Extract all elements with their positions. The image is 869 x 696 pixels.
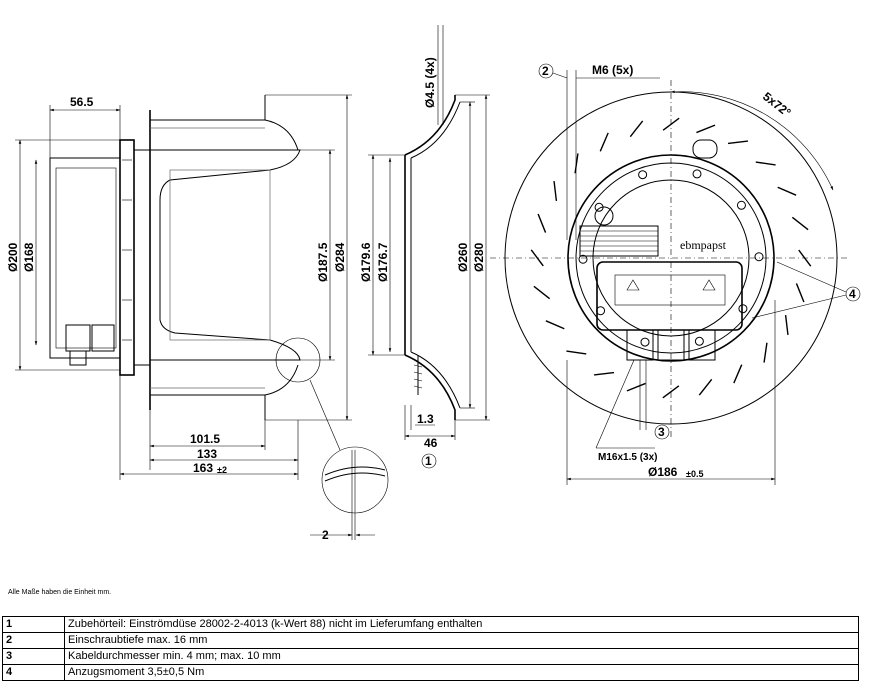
- legend-num: 4: [2, 664, 65, 681]
- blade-slot: [566, 350, 587, 355]
- blade-slot: [545, 320, 565, 330]
- dim-186: Ø186: [648, 465, 678, 479]
- brand-logo: ebmpapst: [680, 238, 727, 252]
- dim-179-6: Ø179.6: [359, 242, 373, 282]
- callout-4: [845, 286, 861, 302]
- technical-drawing: 2 56.5 Ø200 Ø168 Ø187.5 Ø284 101.5 133 1…: [6, 25, 861, 542]
- legend-num: 3: [2, 648, 65, 665]
- dim-176-7: Ø176.7: [376, 242, 390, 282]
- impeller: [149, 149, 301, 361]
- blade-slot: [755, 161, 776, 166]
- blade-slot: [533, 285, 551, 300]
- dim-4-5: Ø4.5 (4x): [423, 57, 437, 108]
- cable-gland-2: [657, 329, 685, 361]
- inlet-nozzle: [404, 95, 456, 420]
- legend-text: Kabeldurchmesser min. 4 mm; max. 10 mm: [64, 648, 859, 665]
- flange-screw: [694, 336, 704, 346]
- blade-slot: [662, 385, 680, 399]
- flange-screw: [578, 254, 588, 264]
- side-view: 2 56.5 Ø200 Ø168 Ø187.5 Ø284 101.5 133 1…: [6, 94, 389, 542]
- dim-163: 163: [193, 461, 213, 475]
- flange-screw: [754, 252, 764, 262]
- dim-1-3: 1.3: [417, 412, 434, 426]
- dim-163-tolerance: ±2: [217, 465, 227, 475]
- flange-screw: [638, 170, 648, 180]
- dim-56-5: 56.5: [70, 95, 94, 109]
- blade-slot: [795, 283, 805, 303]
- dim-2: 2: [322, 528, 329, 542]
- svg-text:2: 2: [542, 64, 549, 78]
- legend-text: Anzugsmoment 3,5±0,5 Nm: [64, 664, 859, 681]
- motor-housing: [49, 157, 121, 359]
- blade-slot: [599, 132, 609, 152]
- legend-text: Einschraubtiefe max. 16 mm: [64, 632, 859, 649]
- terminal-box: [596, 261, 743, 331]
- dim-m16: M16x1.5 (3x): [598, 452, 657, 463]
- blade-slot: [553, 180, 558, 202]
- blade-slot: [629, 120, 644, 138]
- blade-slot: [798, 249, 812, 267]
- svg-text:3: 3: [658, 425, 665, 439]
- nozzle-view: Ø4.5 (4x) Ø179.6 Ø176.7 Ø260 Ø280 1.3 46…: [359, 25, 490, 469]
- dim-260: Ø260: [456, 242, 470, 272]
- blade-slot: [733, 364, 743, 384]
- dim-angle: 5x72°: [760, 89, 794, 120]
- legend-num: 1: [2, 616, 65, 633]
- front-view: ebmpapst M6 (5x) 2 5x72° 4 M16x1.5 (3x) …: [490, 63, 861, 485]
- dim-m6: M6 (5x): [592, 63, 633, 77]
- legend-text: Zubehörteil: Einströmdüse 28002-2-4013 (…: [64, 616, 859, 633]
- legend-row: 2 Einschraubtiefe max. 16 mm: [2, 632, 859, 649]
- legend-num: 2: [2, 632, 65, 649]
- blade-slot: [763, 342, 768, 363]
- dim-280: Ø280: [472, 242, 486, 272]
- dim-133: 133: [197, 447, 217, 461]
- dim-186-tolerance: ±0.5: [686, 469, 703, 479]
- flange-screw: [736, 200, 746, 210]
- dim-46: 46: [424, 436, 438, 450]
- callout-1: [421, 453, 437, 469]
- blade-slot: [777, 186, 797, 196]
- dim-168: Ø168: [22, 242, 36, 272]
- flange-screw: [640, 337, 650, 347]
- dim-200: Ø200: [6, 242, 20, 272]
- blade-slot: [784, 314, 789, 336]
- blade-slot: [698, 378, 713, 396]
- svg-text:1: 1: [425, 454, 432, 468]
- legend-row: 4 Anzugsmoment 3,5±0,5 Nm: [2, 664, 859, 681]
- callout-3: [654, 424, 670, 440]
- cable-gland-3: [688, 329, 716, 361]
- flange-screw: [692, 169, 702, 179]
- legend-table: 1 Zubehörteil: Einströmdüse 28002-2-4013…: [2, 616, 859, 681]
- blade-slot: [593, 371, 615, 376]
- dim-187-5: Ø187.5: [316, 242, 330, 282]
- blade-slot: [696, 124, 716, 134]
- blade-slot: [791, 216, 809, 231]
- svg-text:4: 4: [849, 287, 856, 301]
- cable-gland: [65, 324, 91, 352]
- blade-slot: [537, 213, 547, 233]
- legend-row: 1 Zubehörteil: Einströmdüse 28002-2-4013…: [2, 616, 859, 633]
- blade-slot: [727, 140, 749, 145]
- blade-slot: [626, 382, 646, 392]
- blade-slot: [574, 153, 579, 174]
- flange-screw: [738, 304, 748, 314]
- units-note: Alle Maße haben die Einheit mm.: [8, 589, 112, 596]
- dim-101-5: 101.5: [190, 432, 220, 446]
- legend-row: 3 Kabeldurchmesser min. 4 mm; max. 10 mm: [2, 648, 859, 665]
- blade-slot: [530, 249, 544, 267]
- dim-284: Ø284: [333, 242, 347, 272]
- callout-2: [538, 63, 554, 79]
